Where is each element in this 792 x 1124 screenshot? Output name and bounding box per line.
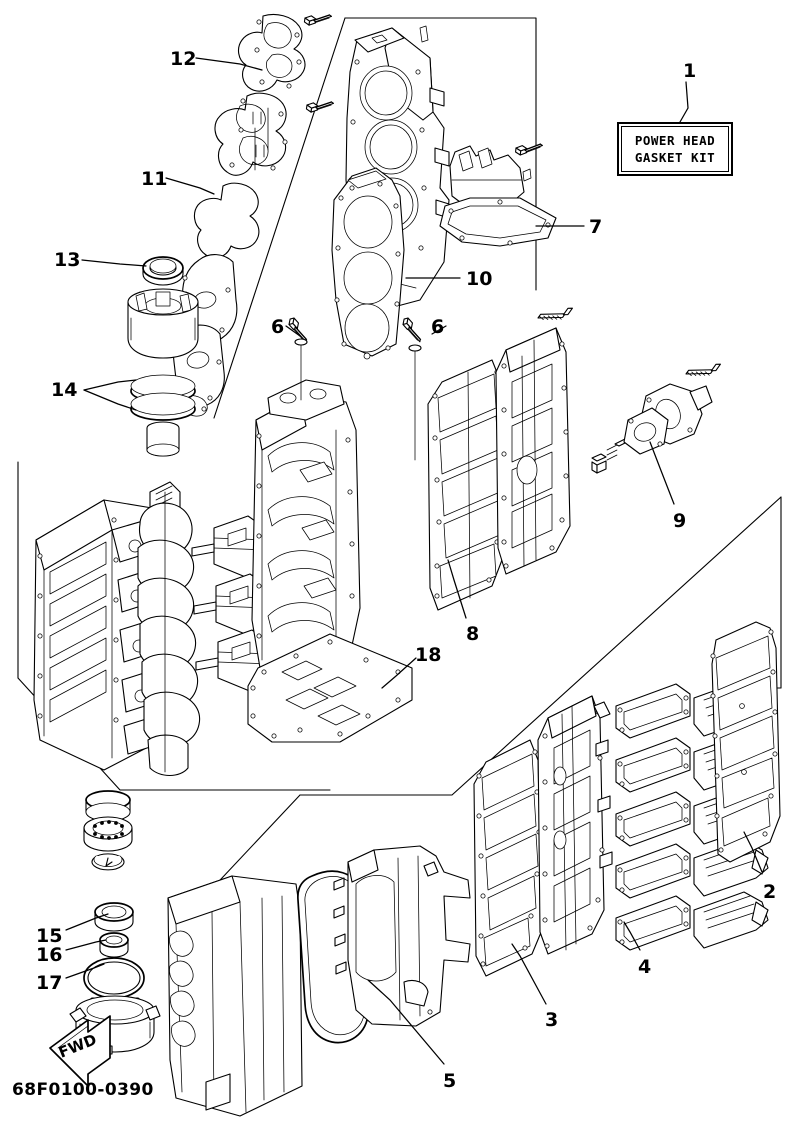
callout-7: 7 (589, 216, 603, 238)
water-inlet-joint-gasket (623, 407, 669, 455)
callout-3: 3 (545, 1009, 559, 1031)
callout-10: 10 (466, 268, 493, 290)
callout-18: 18 (415, 644, 442, 666)
callout-17: 17 (36, 972, 63, 994)
crankcase-half (33, 499, 171, 771)
intake-reed-block (495, 327, 571, 575)
reed-valve-plate-gasket (710, 621, 781, 863)
thermostat-cover-assembly (439, 140, 557, 247)
upper-seal-group (127, 256, 199, 457)
kit-box-line-2: GASKET KIT (634, 150, 716, 165)
callout-14: 14 (51, 379, 78, 401)
oil-seal-small (99, 932, 129, 958)
exhaust-manifold-gasket (247, 633, 413, 743)
fwd-arrow (49, 1015, 111, 1087)
callout-4: 4 (638, 956, 652, 978)
o-ring-pair (130, 374, 196, 421)
callout-9: 9 (673, 510, 687, 532)
crankcase-side-gasket (427, 359, 506, 611)
bearing-housing (127, 288, 199, 359)
callout-6b: 6 (431, 316, 445, 338)
lower-casing (65, 995, 161, 1072)
callout-1: 1 (683, 60, 697, 82)
upper-ring-stack (83, 790, 133, 871)
reed-valve-group (473, 621, 781, 977)
callout-6a: 6 (271, 316, 285, 338)
o-ring-lower-casing (83, 957, 145, 999)
bolt-with-washer-left (287, 315, 308, 401)
callout-16: 16 (36, 944, 63, 966)
oil-seal-upper (142, 256, 184, 286)
power-head-gasket-kit-box: POWER HEAD GASKET KIT (617, 122, 733, 176)
intake-silencer-group (167, 845, 471, 1117)
callout-5: 5 (443, 1070, 457, 1092)
reed-petal-set (615, 683, 691, 951)
callout-leader-lines (65, 57, 763, 1065)
exhaust-cover-stack (172, 10, 335, 417)
callout-15: 15 (36, 925, 63, 947)
kit-box-line-1: POWER HEAD (634, 133, 716, 148)
intake-manifold-gasket (473, 739, 543, 977)
thermostat-cover-gasket (439, 197, 557, 247)
cylinder-block (251, 379, 361, 701)
water-inlet-joint-group (623, 355, 724, 455)
crankshaft (137, 481, 201, 777)
exhaust-cover-body (214, 92, 288, 176)
callout-12: 12 (170, 48, 197, 70)
exhaust-outer-cover-gasket (237, 13, 306, 92)
callout-8: 8 (466, 623, 480, 645)
callout-11: 11 (141, 168, 168, 190)
bearing-spacer (146, 421, 180, 457)
callout-2: 2 (763, 881, 777, 903)
bolt-with-washer-right (401, 315, 422, 461)
crankcase-side-gasket-group (427, 299, 644, 611)
intake-case (333, 845, 471, 1027)
callout-13: 13 (54, 249, 81, 271)
cylinder-head-gasket (331, 167, 405, 360)
oil-seal-lower (94, 902, 134, 932)
reed-valve-carrier (537, 695, 613, 955)
intake-silencer-cover (167, 875, 303, 1117)
exhaust-cover-studs (303, 10, 335, 116)
cylinder-body-group (331, 25, 557, 360)
diagram-code: 68F0100-0390 (12, 1080, 154, 1100)
lower-seal-group (65, 790, 161, 1072)
